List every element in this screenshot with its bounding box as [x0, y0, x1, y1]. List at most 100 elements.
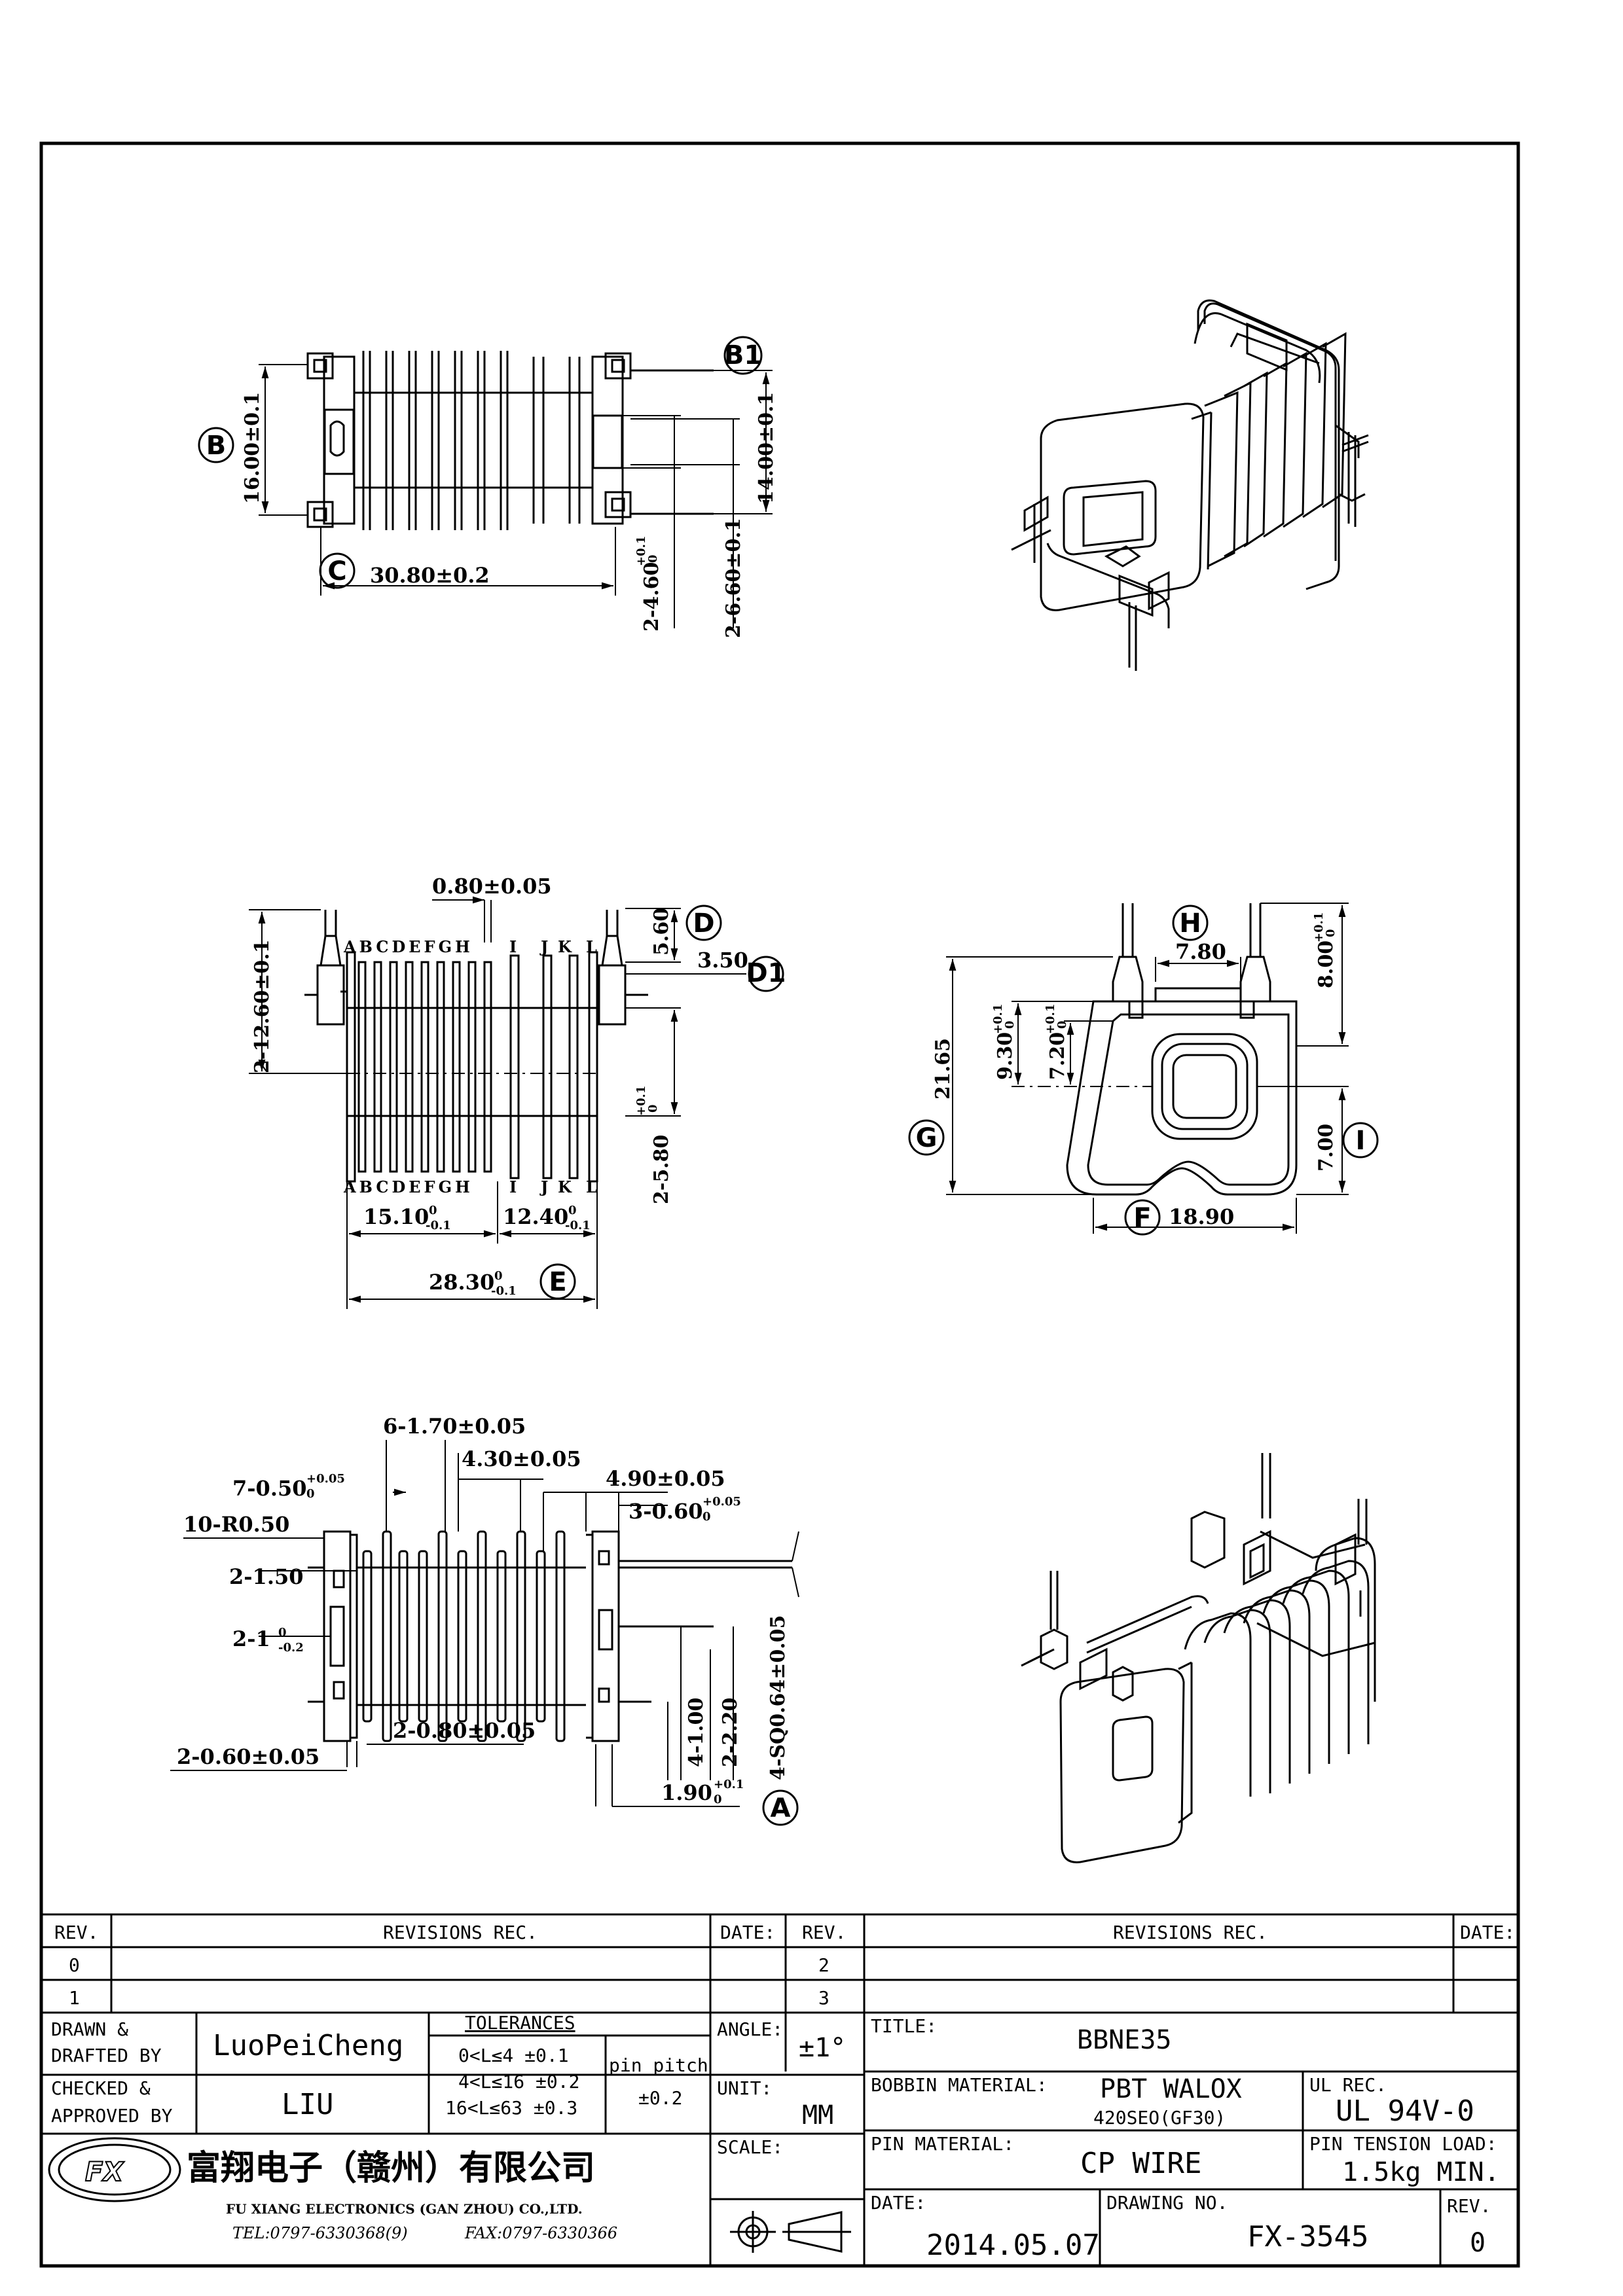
pin-l-bottom: L	[586, 1177, 597, 1196]
dim-2-12-6: 2-12.60±0.1	[251, 939, 274, 1073]
dim-6-1-7: 6-1.70±0.05	[383, 1414, 526, 1439]
rev-2: 2	[818, 1954, 830, 1976]
tol-8-upper: +0.1	[1312, 912, 1326, 942]
rev-header-right: REV.	[802, 1922, 846, 1943]
tol-0-6-lower: 0	[702, 1510, 711, 1524]
company-name-cn: 富翔电子（赣州）有限公司	[187, 2149, 595, 2188]
dim-7-0-5: 7-0.50	[232, 1476, 306, 1501]
top-view	[259, 351, 773, 628]
pin-i-bottom: I	[509, 1177, 517, 1196]
dim-16: 16.00±0.1	[241, 392, 264, 504]
pins-top-left: ABCDEFGH	[343, 937, 473, 956]
bottom-view	[170, 1440, 799, 1807]
pin-pitch-label: pin pitch	[609, 2054, 708, 2076]
iso-view-top	[1011, 299, 1369, 671]
date-header-right: DATE:	[1460, 1922, 1515, 1943]
dim-10-r0-5: 10-R0.50	[183, 1512, 289, 1537]
revisions-header-right: REVISIONS REC.	[1113, 1922, 1267, 1943]
tol-15-1-lower: -0.1	[426, 1219, 451, 1232]
pin-tension-label: PIN TENSION LOAD:	[1309, 2133, 1497, 2155]
dim-3-5: 3.50	[697, 948, 748, 973]
dim-2-4-6: 2-4.60	[640, 562, 663, 632]
tol-5-8-lower: 0	[646, 1104, 660, 1113]
tol-12-4-upper: 0	[568, 1204, 577, 1217]
svg-text:B1: B1	[724, 340, 762, 370]
revisions-header-left: REVISIONS REC.	[383, 1922, 538, 1943]
checked-label-1: CHECKED &	[51, 2077, 151, 2099]
angle-value: ±1°	[799, 2033, 846, 2063]
unit-value: MM	[802, 2100, 833, 2130]
bobbin-value-1: PBT WALOX	[1100, 2074, 1242, 2104]
sheet-border	[39, 141, 1520, 2268]
label-h-circle: H	[1172, 905, 1209, 941]
rev-value: 0	[1470, 2228, 1486, 2258]
tol-0-6-upper: +0.05	[702, 1495, 741, 1509]
checked-value: LIU	[282, 2088, 333, 2121]
rev-0: 0	[69, 1954, 80, 1976]
dim-2-1: 2-1	[232, 1626, 270, 1651]
unit-label: UNIT:	[717, 2077, 772, 2099]
svg-text:G: G	[916, 1123, 938, 1153]
dim-4-sq: 4-SQ0.64±0.05	[767, 1615, 790, 1780]
dim-12-4: 12.40	[503, 1204, 568, 1229]
dim-1-9: 1.90	[661, 1780, 712, 1805]
dim-30-8: 30.80±0.2	[370, 563, 490, 588]
dim-9-3: 9.30	[994, 1032, 1017, 1080]
angle-label: ANGLE:	[717, 2018, 783, 2040]
dim-2-1-5: 2-1.50	[229, 1564, 303, 1589]
dim-7-8: 7.80	[1175, 939, 1226, 964]
svg-text:E: E	[549, 1267, 566, 1297]
tol-28-3-upper: 0	[494, 1269, 503, 1283]
pin-j-top: J	[539, 937, 548, 956]
label-g-circle: G	[908, 1119, 945, 1156]
dim-18-9: 18.90	[1169, 1204, 1234, 1229]
pin-material-label: PIN MATERIAL:	[871, 2133, 1014, 2155]
svg-text:F: F	[1133, 1203, 1151, 1233]
svg-text:H: H	[1179, 908, 1201, 939]
dim-8: 8.00	[1315, 941, 1338, 988]
drawn-value: LuoPeiCheng	[213, 2029, 403, 2062]
tolerance-1: 0<L≤4 ±0.1	[458, 2045, 569, 2066]
pin-l-top: L	[586, 937, 597, 956]
label-f-circle: F	[1124, 1199, 1161, 1236]
tolerances-header: TOLERANCES	[465, 2012, 575, 2034]
checked-label-2: APPROVED BY	[51, 2105, 173, 2126]
dim-7-0: 7.00	[1315, 1124, 1338, 1172]
pin-k-top: K	[558, 937, 572, 956]
company-fax: FAX:0797-6330366	[464, 2224, 617, 2242]
tol-7-2-upper: +0.1	[1044, 1004, 1057, 1034]
ul-value: UL 94V-0	[1336, 2094, 1474, 2128]
title-label: TITLE:	[871, 2015, 937, 2037]
dim-2-5-8: 2-5.80	[650, 1135, 673, 1204]
pin-j-bottom: J	[539, 1177, 548, 1196]
tol-15-1-upper: 0	[429, 1204, 437, 1217]
tolerance-2: 4<L≤16 ±0.2	[458, 2071, 579, 2092]
pins-bottom-left: ABCDEFGH	[343, 1177, 473, 1196]
pin-material-value: CP WIRE	[1080, 2147, 1201, 2180]
drawing-no-label: DRAWING NO.	[1106, 2192, 1228, 2214]
label-e-circle: E	[539, 1263, 576, 1300]
tol-7-2-lower: 0	[1055, 1020, 1069, 1029]
pin-pitch-value: ±0.2	[638, 2087, 682, 2109]
dim-3-0-6: 3-0.60	[629, 1499, 702, 1524]
rev-header-left: REV.	[54, 1922, 98, 1943]
label-i-circle: I	[1342, 1122, 1379, 1158]
dim-0-8: 0.80±0.05	[432, 874, 552, 899]
tol-2-1-upper: 0	[278, 1626, 287, 1640]
tol-9-3-lower: 0	[1003, 1020, 1017, 1029]
svg-text:I: I	[1356, 1126, 1366, 1156]
pin-k-bottom: K	[558, 1177, 572, 1196]
tol-0-5-lower: 0	[306, 1487, 315, 1501]
tol-8-lower: 0	[1324, 929, 1338, 937]
dim-7-2: 7.20	[1046, 1032, 1069, 1080]
label-c-circle: C	[319, 552, 356, 589]
rev-label: REV.	[1447, 2195, 1491, 2217]
tol-0-5-upper: +0.05	[306, 1472, 345, 1486]
pin-i-top: I	[509, 937, 517, 956]
scale-label: SCALE:	[717, 2136, 783, 2158]
tol-12-4-lower: -0.1	[565, 1219, 591, 1232]
dim-15-1: 15.10	[363, 1204, 429, 1229]
svg-text:C: C	[327, 556, 346, 586]
drawing-no-value: FX-3545	[1247, 2220, 1368, 2253]
tolerance-3: 16<L≤63 ±0.3	[445, 2097, 577, 2119]
